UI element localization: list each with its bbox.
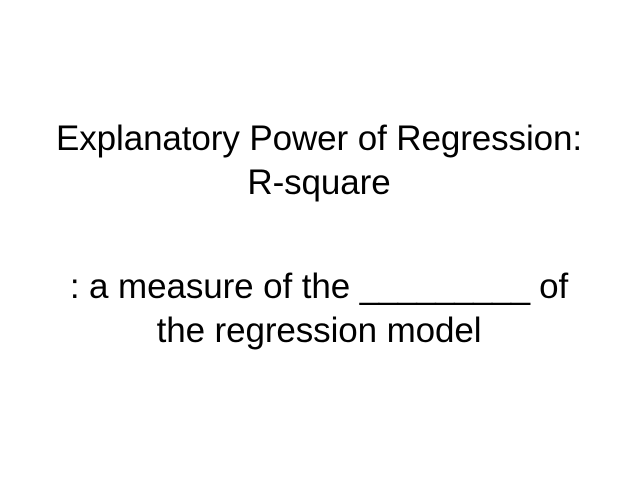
body-line-2: the regression model <box>156 311 482 350</box>
body-line-1: : a measure of the _________ of <box>0 265 638 309</box>
body-text-before-blank: : a measure of the <box>69 267 360 306</box>
slide-body-block: : a measure of the _________ of the regr… <box>0 265 638 353</box>
fill-in-blank: _________ <box>359 267 530 306</box>
slide-title-block: Explanatory Power of Regression: R-squar… <box>0 117 638 205</box>
body-text-after-blank: of <box>529 267 569 306</box>
title-line-2: R-square <box>247 163 391 202</box>
title-line-1: Explanatory Power of Regression: <box>56 119 582 158</box>
